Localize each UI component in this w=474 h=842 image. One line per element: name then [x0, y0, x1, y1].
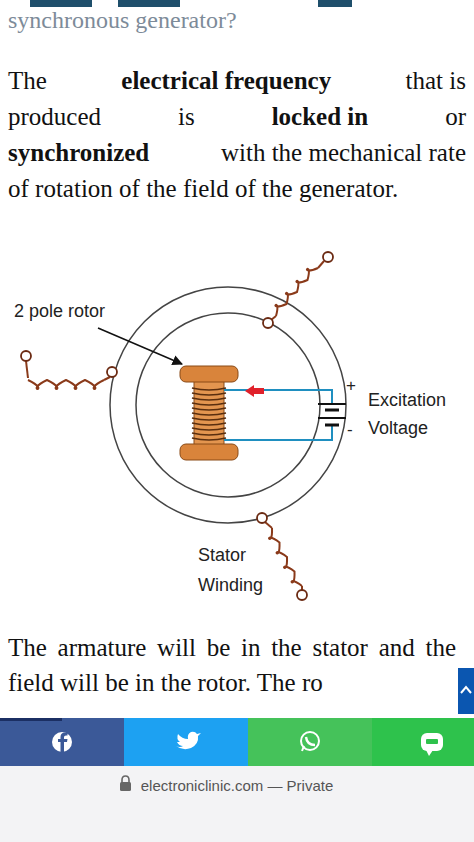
winding-lead: [104, 377, 110, 380]
top-icon: [30, 0, 92, 7]
arrow-shaft: [253, 388, 264, 394]
text-line: of rotation of the field of the generato…: [8, 172, 466, 206]
coil-turn: [192, 398, 226, 400]
part-label: Stator Winding: [198, 540, 282, 600]
stator-inner-circle: [136, 313, 320, 497]
facebook-icon: [52, 732, 72, 752]
terminal: [257, 513, 267, 523]
red-arrow: [245, 385, 264, 397]
winding-lead: [265, 522, 272, 528]
stator-winding: [269, 528, 302, 586]
top-icon: [318, 0, 352, 7]
url-text: electroniclinic.com — Private: [0, 776, 474, 796]
battery-plate: [318, 403, 346, 405]
scroll-top-button: [458, 668, 474, 714]
text-line: produced is locked in or: [8, 100, 466, 134]
coil-turn: [192, 438, 226, 440]
rotor: [180, 366, 238, 460]
active-bar: [0, 718, 62, 721]
coil-turn: [192, 393, 226, 395]
battery-plate: [325, 424, 339, 427]
lock-body: [120, 782, 131, 791]
polarity-sign: -: [347, 420, 361, 440]
arrow-head: [245, 385, 254, 397]
page-heading: synchronous generator?: [8, 6, 408, 34]
coil-turn: [192, 408, 226, 410]
body-text: or: [445, 100, 466, 134]
line-button: [372, 718, 474, 766]
body-text: The armature will be in the stator and t…: [8, 630, 456, 700]
rotor-flange: [180, 444, 238, 460]
terminal: [323, 252, 333, 262]
coil-turn: [192, 428, 226, 430]
chevron: [461, 687, 471, 693]
terminal: [21, 351, 31, 361]
bold-text: locked in: [272, 100, 369, 134]
twitter-glyph: [176, 732, 201, 749]
rotor-coil: [192, 388, 226, 440]
wire: [224, 390, 332, 404]
whatsapp-tail: [302, 746, 304, 751]
wire: [224, 425, 332, 440]
button-bg: [458, 668, 474, 714]
terminal: [297, 590, 307, 600]
body-text: that is: [406, 64, 466, 98]
battery-symbol: [318, 404, 346, 425]
winding-lead: [26, 361, 28, 378]
stator-winding: [275, 268, 318, 316]
browser-bar: [0, 766, 474, 842]
battery-plate: [318, 417, 346, 419]
part-label: 2 pole rotor: [14, 300, 134, 322]
coil-turn: [192, 423, 226, 425]
text-line: synchronized with the mechanical rate: [8, 136, 466, 170]
line-mark: [426, 739, 438, 744]
stator-outer-circle: [110, 287, 346, 523]
whatsapp-phone: [306, 737, 315, 745]
line-icon: [421, 733, 443, 751]
rotor-flange: [180, 366, 238, 382]
whatsapp-icon: [301, 732, 319, 750]
battery-plate: [325, 409, 339, 412]
coil-turn: [192, 413, 226, 415]
body-text: The: [8, 64, 47, 98]
text-line: The electrical frequency that is: [8, 64, 466, 98]
coil-turn: [192, 388, 226, 390]
body-text: with the mechanical rate: [221, 136, 466, 170]
twitter-button: [124, 718, 248, 766]
bold-text: synchronized: [8, 136, 149, 170]
coil-turn: [192, 418, 226, 420]
top-icons: [30, 0, 352, 7]
terminal: [107, 367, 117, 377]
line-tail: [426, 750, 433, 756]
share-bar: [0, 718, 474, 766]
facebook-glyph: [58, 733, 68, 753]
coil-turn: [192, 433, 226, 435]
part-label: Excitation Voltage: [368, 386, 466, 442]
leader-arrow: [98, 328, 182, 364]
top-icon: [118, 0, 180, 7]
whatsapp-button: [248, 718, 372, 766]
browser-bar-bg: [0, 766, 474, 842]
winding-lead: [318, 261, 324, 268]
polarity-sign: +: [346, 376, 360, 396]
excitation-wires: [224, 390, 332, 440]
lock-shackle: [122, 776, 129, 783]
body-text: is: [178, 100, 195, 134]
coil-turn: [192, 403, 226, 405]
body-text: produced: [8, 100, 101, 134]
bold-text: electrical frequency: [121, 64, 331, 98]
terminal: [263, 318, 273, 328]
body-text: of rotation of the field of the generato…: [8, 172, 398, 206]
stator: [110, 287, 346, 523]
facebook-button: [0, 718, 124, 766]
stator-winding: [28, 380, 104, 389]
